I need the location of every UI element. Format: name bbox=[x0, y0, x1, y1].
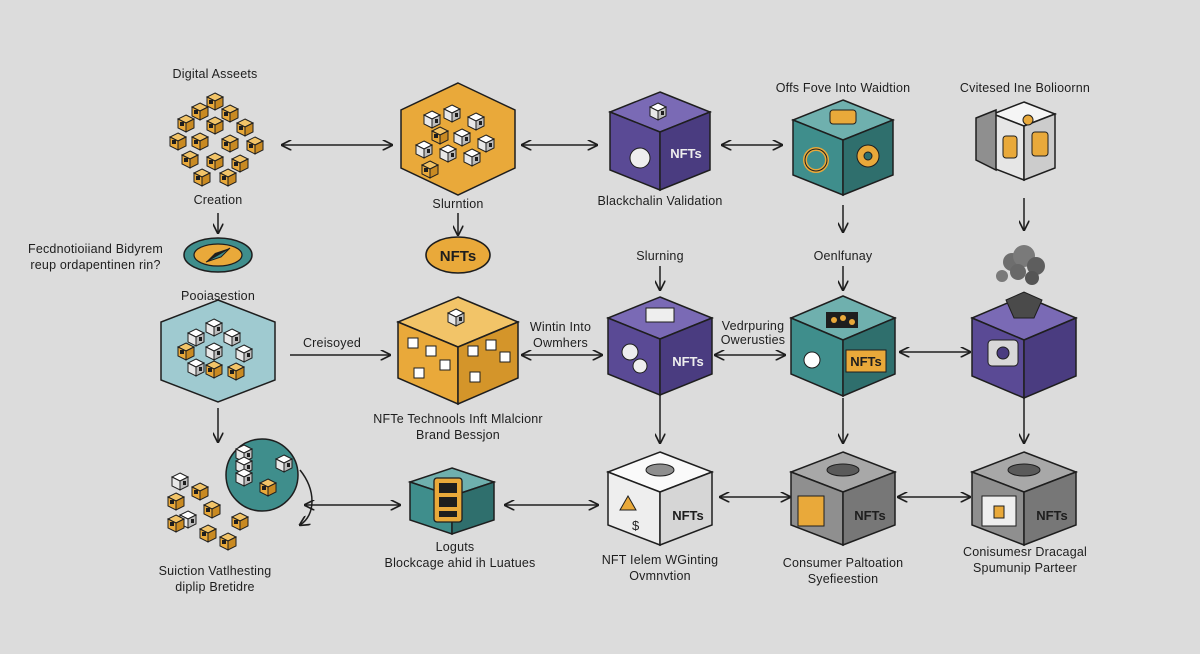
svg-text:NFTs: NFTs bbox=[672, 354, 704, 369]
nft-helem-gray-cube: $ NFTs bbox=[605, 451, 715, 547]
label-poolsession: Pooiasestion bbox=[181, 289, 255, 303]
label-vedrpuring-line1: Vedrpuring bbox=[721, 319, 785, 333]
label-oenlfunay: Oenlfunay bbox=[813, 249, 873, 263]
svg-text:NFTs: NFTs bbox=[672, 508, 704, 523]
label-consumer-dractal-line1: Conisumesr Dracagal bbox=[963, 545, 1087, 559]
slurning-purple-cube: NFTs bbox=[605, 296, 715, 397]
validation-purple-cube: NFTs bbox=[607, 91, 713, 192]
svg-text:NFTs: NFTs bbox=[850, 354, 882, 369]
label-digital-assets: Digital Asseets bbox=[172, 67, 258, 81]
label-vedrpuring-line2: Owerusties bbox=[720, 333, 786, 347]
label-wintin-line1: Wintin Into bbox=[529, 320, 592, 334]
lock-icon bbox=[1002, 114, 1049, 159]
consumer-dractal-gray-cube: NFTs bbox=[969, 451, 1079, 547]
label-nft-helem-line2: Ovmnvtion bbox=[629, 569, 691, 583]
label-creation: Creation bbox=[193, 193, 243, 207]
label-slurntion: Slurntion bbox=[432, 197, 484, 211]
svg-text:NFTs: NFTs bbox=[1036, 508, 1068, 523]
label-nft-tech-line1: NFTe Technools Inft Mlalcionr bbox=[373, 412, 543, 426]
loguts-teal-cube bbox=[407, 467, 497, 536]
label-nft-helem-line1: NFT Ielem WGinting bbox=[601, 553, 719, 567]
slurntion-hexagon bbox=[400, 82, 516, 196]
label-suction-line1: Suiction Vatlhesting bbox=[158, 564, 272, 578]
pool-hexagon bbox=[160, 299, 276, 403]
consumer-gray-cube: NFTs bbox=[788, 451, 898, 547]
label-slumning: Slurning bbox=[636, 249, 684, 263]
compass-icon bbox=[183, 237, 253, 273]
label-loguts-line2: Blockcage ahid ih Luatues bbox=[384, 556, 536, 570]
digital-assets-block-cluster bbox=[169, 92, 264, 187]
offs-teal-cube bbox=[790, 99, 896, 197]
label-wintin-line2: Owmhers bbox=[533, 336, 588, 350]
label-fed-line2: reup ordapentinen rin? bbox=[30, 258, 161, 272]
label-consumer-pattation-line2: Syefieestion bbox=[807, 572, 879, 586]
label-loguts-line1: Loguts bbox=[435, 540, 475, 554]
svg-text:NFTs: NFTs bbox=[670, 146, 702, 161]
svg-text:$: $ bbox=[632, 518, 640, 533]
label-blockchain-validation: Blackchalin Validation bbox=[597, 194, 723, 208]
purple-burn-cube bbox=[970, 291, 1078, 400]
label-consumer-pattation-line1: Consumer Paltoation bbox=[782, 556, 904, 570]
cvitesed-lock-cube bbox=[975, 101, 1058, 182]
gear-icon bbox=[856, 144, 880, 168]
svg-text:NFTs: NFTs bbox=[854, 508, 886, 523]
connector-arrows bbox=[218, 145, 1024, 525]
label-creisoyed: Creisoyed bbox=[302, 336, 362, 350]
label-offs-fove: Offs Fove Into Waidtion bbox=[775, 81, 911, 95]
label-nft-tech-line2: Brand Bessjon bbox=[416, 428, 500, 442]
nfts-oval-label: NFTs bbox=[440, 248, 476, 265]
suction-block-cluster bbox=[167, 438, 299, 551]
nft-tech-gold-cube bbox=[396, 296, 520, 406]
nfts-oval-badge: NFTs bbox=[425, 236, 491, 274]
arrow-curved-loop bbox=[300, 469, 313, 525]
label-fed-line1: Fecdnotioiiand Bidyrem bbox=[27, 242, 164, 256]
label-consumer-dractal-line2: Spumunip Parteer bbox=[973, 561, 1077, 575]
vedrpuring-teal-cube: NFTs bbox=[789, 295, 897, 398]
smoke-icon bbox=[996, 245, 1045, 285]
label-cvitesed: Cvitesed Ine Bolioornn bbox=[959, 81, 1091, 95]
label-suction-line2: diplip Bretidre bbox=[175, 580, 255, 594]
